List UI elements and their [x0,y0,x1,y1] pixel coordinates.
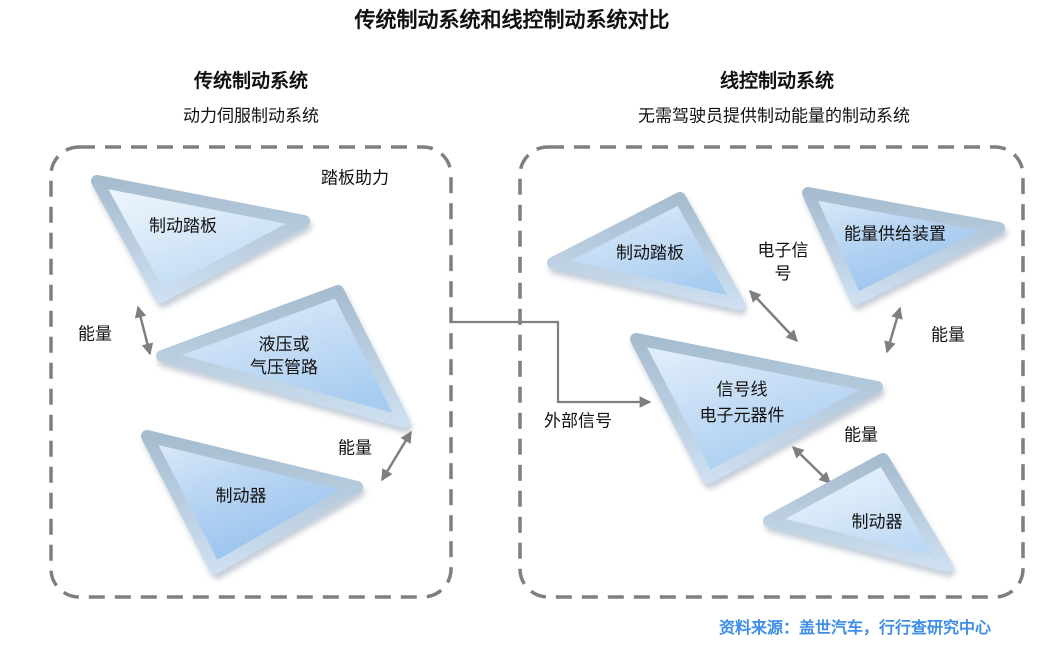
right-energy-top-label: 能量 [931,325,965,345]
right-brake-triangle [763,453,953,572]
pedal-assist-label: 踏板助力 [321,168,389,188]
right-energy-bottom-label: 能量 [844,425,878,445]
right-brake-pedal-triangle [547,192,745,310]
right-esignal-label-line2: 号 [774,264,792,283]
left-energy-bottom-label: 能量 [338,438,372,458]
left-brake-pedal-triangle [91,175,310,303]
right-panel-subheading: 无需驾驶员提供制动能量的制动系统 [638,106,910,126]
left-energy-top-arrow [134,305,154,356]
page-title: 传统制动系统和线控制动系统对比 [354,8,670,32]
right-energy-supply-label: 能量供给装置 [844,224,946,244]
right-energy-top-arrow [884,306,903,354]
right-esignal-arrow [749,290,798,342]
left-energy-top-label: 能量 [78,324,112,344]
left-brake-triangle [141,430,363,574]
left-hydraulic-lines-triangle [156,285,410,428]
left-panel-box [49,145,453,599]
left-brake-pedal-label: 制动踏板 [149,216,217,236]
left-brake-label: 制动器 [215,486,267,506]
right-panel-box [518,145,1025,599]
right-signal-components-label-line2: 电子元器件 [699,406,785,425]
right-signal-components-label: 信号线 电子元器件 [700,377,785,429]
right-brake-pedal-label: 制动踏板 [616,243,684,263]
right-energy-supply-triangle [802,187,1005,305]
left-panel-heading: 传统制动系统 [193,71,309,93]
external-signal-connector-arrow [450,320,652,408]
left-hydraulic-lines-label-line2: 气压管路 [250,358,318,377]
left-hydraulic-lines-label-line1: 液压或 [258,335,310,354]
left-hydraulic-lines-label: 液压或 气压管路 [250,333,318,379]
source-credit: 资料来源：盖世汽车，行行查研究中心 [718,620,992,638]
external-signal-label: 外部信号 [544,411,612,431]
right-esignal-label-line1: 电子信 [757,241,809,260]
right-signal-components-triangle [630,333,883,484]
right-energy-bottom-arrow [792,446,831,484]
right-esignal-label: 电子信 号 [758,239,809,285]
right-signal-components-label-line1: 信号线 [716,380,768,399]
left-energy-bottom-arrow [380,430,413,482]
right-panel-heading: 线控制动系统 [719,71,835,93]
left-panel-subheading: 动力伺服制动系统 [183,106,319,126]
right-brake-label: 制动器 [851,512,903,532]
